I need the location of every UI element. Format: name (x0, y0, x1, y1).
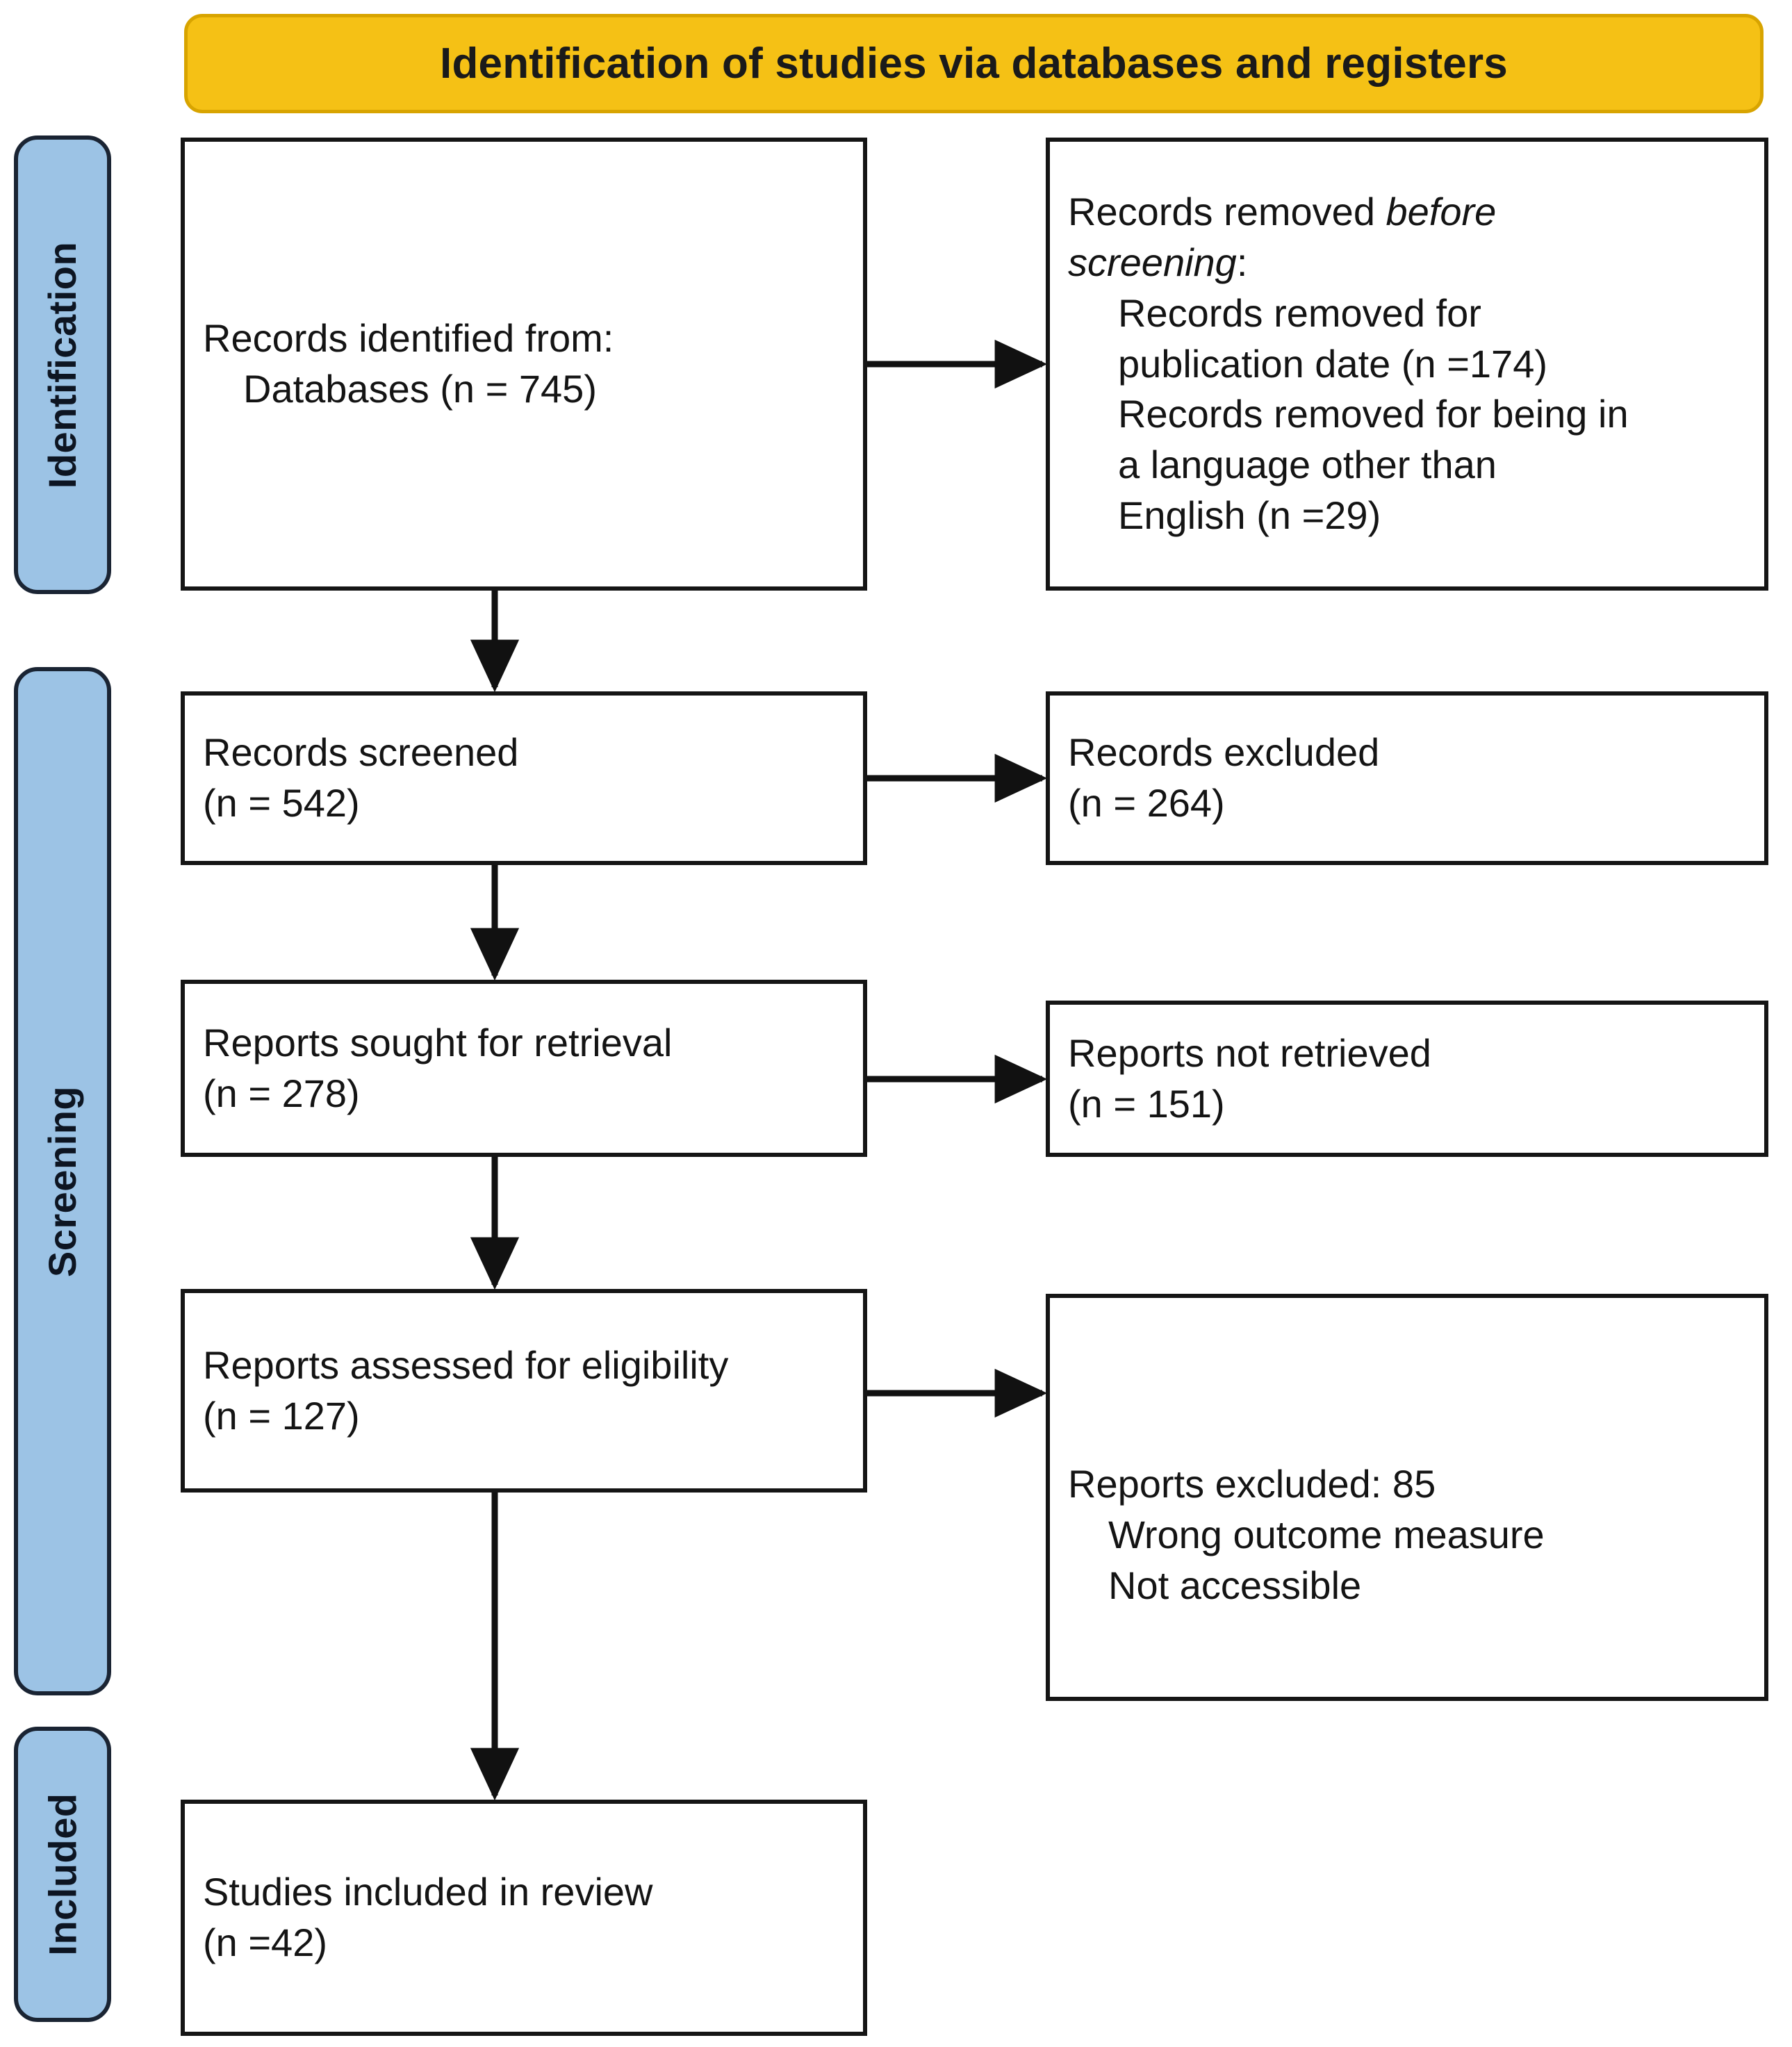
records-removed-line-2: publication date (n =174) (1118, 341, 1547, 386)
diagram-header-banner: Identification of studies via databases … (184, 14, 1764, 113)
records-removed-heading-italic-1: before (1386, 190, 1497, 234)
records-screened-line-1: Records screened (203, 730, 519, 775)
studies-included-line-1: Studies included in review (203, 1870, 653, 1914)
phase-label-screening: Screening (40, 1085, 85, 1277)
phase-label-included: Included (40, 1793, 85, 1956)
records-identified-line-1: Records identified from: (203, 316, 614, 361)
box-studies-included-in-review: Studies included in review (n =42) (181, 1800, 867, 2036)
records-removed-heading-colon: : (1236, 240, 1248, 284)
records-removed-heading-plain: Records removed (1068, 190, 1386, 234)
records-excluded-line-1: Records excluded (1068, 730, 1380, 775)
records-removed-heading-italic-2: screening (1068, 240, 1237, 284)
records-excluded-line-2: (n = 264) (1068, 781, 1225, 825)
box-records-excluded: Records excluded (n = 264) (1046, 691, 1768, 865)
records-removed-line-5: English (n =29) (1118, 493, 1381, 537)
reports-assessed-line-1: Reports assessed for eligibility (203, 1342, 729, 1387)
records-removed-heading: Records removed before (1068, 187, 1746, 238)
phase-sidebar-identification: Identification (14, 135, 111, 594)
phase-sidebar-included: Included (14, 1727, 111, 2022)
reports-sought-line-1: Reports sought for retrieval (203, 1020, 673, 1064)
box-records-identified: Records identified from: Databases (n = … (181, 138, 867, 591)
phase-label-identification: Identification (40, 241, 85, 488)
box-records-screened: Records screened (n = 542) (181, 691, 867, 865)
records-removed-line-4: a language other than (1118, 443, 1497, 487)
reports-not-retrieved-line-1: Reports not retrieved (1068, 1030, 1431, 1075)
records-removed-line-1: Records removed for (1118, 290, 1481, 335)
box-reports-not-retrieved: Reports not retrieved (n = 151) (1046, 1001, 1768, 1157)
reports-sought-line-2: (n = 278) (203, 1071, 360, 1115)
reports-excluded-line-2: Wrong outcome measure (1108, 1512, 1545, 1556)
reports-not-retrieved-line-2: (n = 151) (1068, 1081, 1225, 1126)
box-reports-excluded: Reports excluded: 85 Wrong outcome measu… (1046, 1294, 1768, 1701)
records-removed-heading-2: screening: (1068, 238, 1746, 288)
box-reports-sought-for-retrieval: Reports sought for retrieval (n = 278) (181, 980, 867, 1157)
studies-included-line-2: (n =42) (203, 1921, 327, 1964)
reports-excluded-line-3: Not accessible (1108, 1563, 1362, 1607)
diagram-title: Identification of studies via databases … (440, 40, 1508, 88)
records-removed-line-3: Records removed for being in (1118, 392, 1629, 436)
records-identified-line-2: Databases (n = 745) (243, 367, 597, 411)
records-screened-line-2: (n = 542) (203, 781, 360, 825)
reports-excluded-line-1: Reports excluded: 85 (1068, 1462, 1436, 1506)
phase-sidebar-screening: Screening (14, 667, 111, 1695)
box-reports-assessed-for-eligibility: Reports assessed for eligibility (n = 12… (181, 1289, 867, 1493)
box-records-removed-before-screening: Records removed before screening: Record… (1046, 138, 1768, 591)
reports-assessed-line-2: (n = 127) (203, 1393, 360, 1438)
